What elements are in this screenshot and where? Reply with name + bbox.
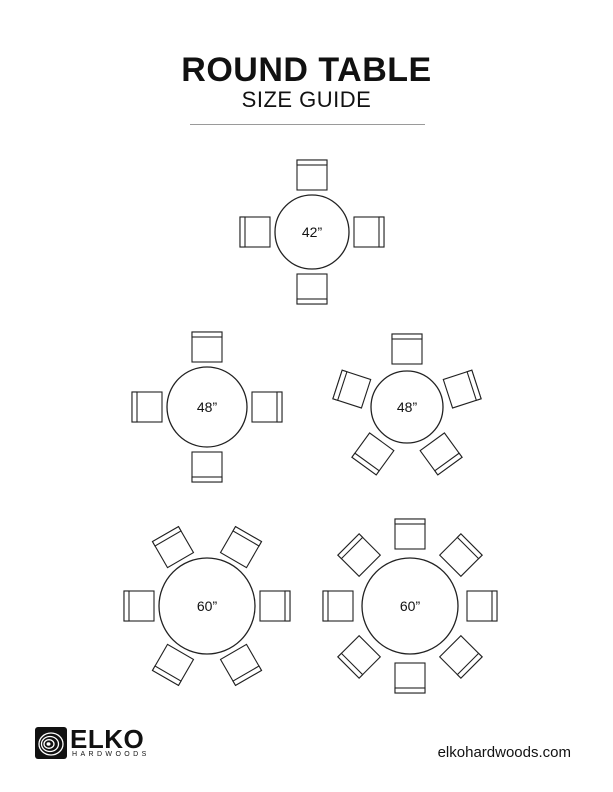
chair-icon	[394, 518, 426, 550]
table-top	[166, 366, 248, 448]
page-subtitle: SIZE GUIDE	[241, 87, 372, 112]
table-top	[274, 194, 350, 270]
chair-icon	[322, 590, 354, 622]
chair-icon	[337, 533, 382, 578]
chair-icon	[351, 432, 395, 476]
round-table-2: 48”	[131, 331, 283, 483]
table-size-label: 60”	[197, 598, 218, 614]
round-table-1: 42”	[239, 159, 385, 305]
table-size-label: 42”	[302, 224, 323, 240]
chair-icon	[438, 634, 483, 679]
table-size-label: 48”	[197, 399, 218, 415]
chair-icon	[251, 391, 283, 423]
chair-icon	[219, 525, 263, 569]
chair-icon	[296, 159, 328, 191]
table-size-label: 60”	[400, 598, 421, 614]
chair-icon	[442, 369, 482, 409]
table-top	[370, 370, 444, 444]
chair-icon	[191, 451, 223, 483]
chair-icon	[394, 662, 426, 694]
chair-icon	[466, 590, 498, 622]
chair-icon	[131, 391, 163, 423]
chair-icon	[332, 369, 372, 409]
chair-icon	[391, 333, 423, 365]
round-table-4: 60”	[123, 525, 291, 687]
brand-name: ELKO	[70, 724, 145, 754]
elko-logo: ELKO HARDWOODS	[34, 726, 146, 762]
wood-rings-logo-icon	[35, 727, 67, 759]
chair-icon	[296, 273, 328, 305]
title-divider	[190, 124, 425, 125]
table-size-label: 48”	[397, 399, 418, 415]
chair-icon	[151, 525, 195, 569]
chair-icon	[337, 634, 382, 679]
round-table-5: 60”	[322, 518, 498, 694]
table-top	[361, 557, 459, 655]
chair-icon	[123, 590, 155, 622]
chair-icon	[438, 533, 483, 578]
chair-icon	[353, 216, 385, 248]
website-link[interactable]: elkohardwoods.com	[437, 744, 571, 761]
chair-icon	[191, 331, 223, 363]
chair-icon	[151, 643, 195, 687]
page-title: ROUND TABLE	[181, 51, 432, 89]
round-table-3: 48”	[332, 333, 482, 476]
chair-icon	[259, 590, 291, 622]
brand-subtitle: HARDWOODS	[72, 751, 150, 758]
chair-icon	[419, 432, 463, 476]
chair-icon	[219, 643, 263, 687]
chair-icon	[239, 216, 271, 248]
table-top	[158, 557, 256, 655]
